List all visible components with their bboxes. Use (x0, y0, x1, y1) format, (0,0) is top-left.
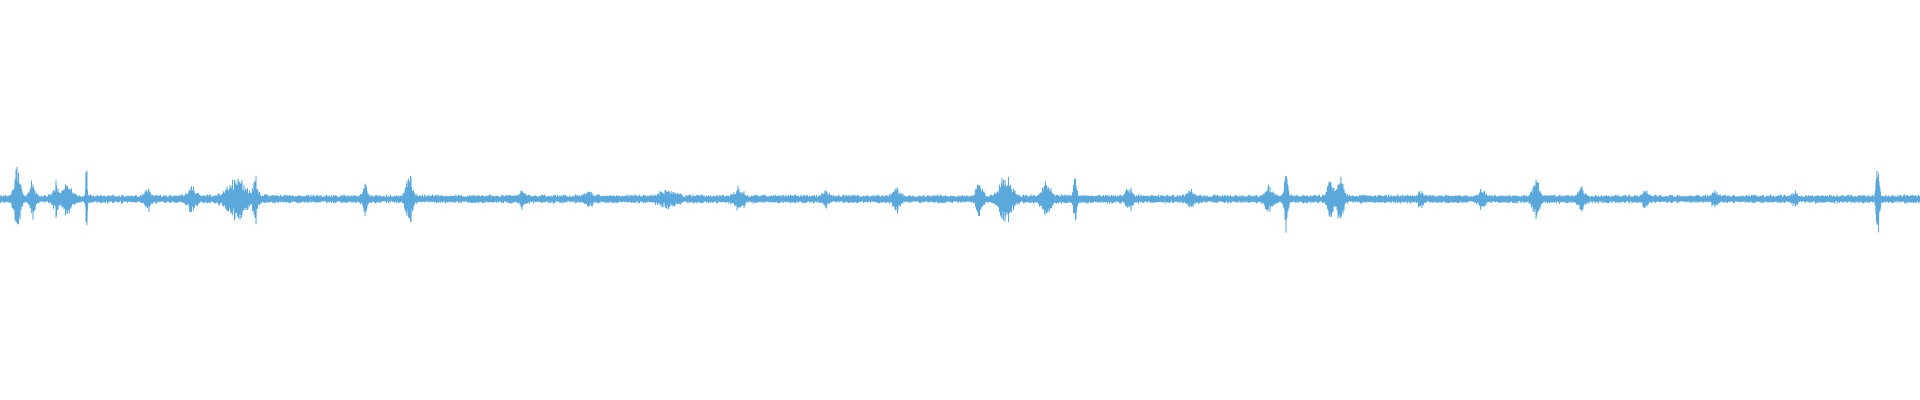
waveform-trace (0, 166, 1920, 233)
